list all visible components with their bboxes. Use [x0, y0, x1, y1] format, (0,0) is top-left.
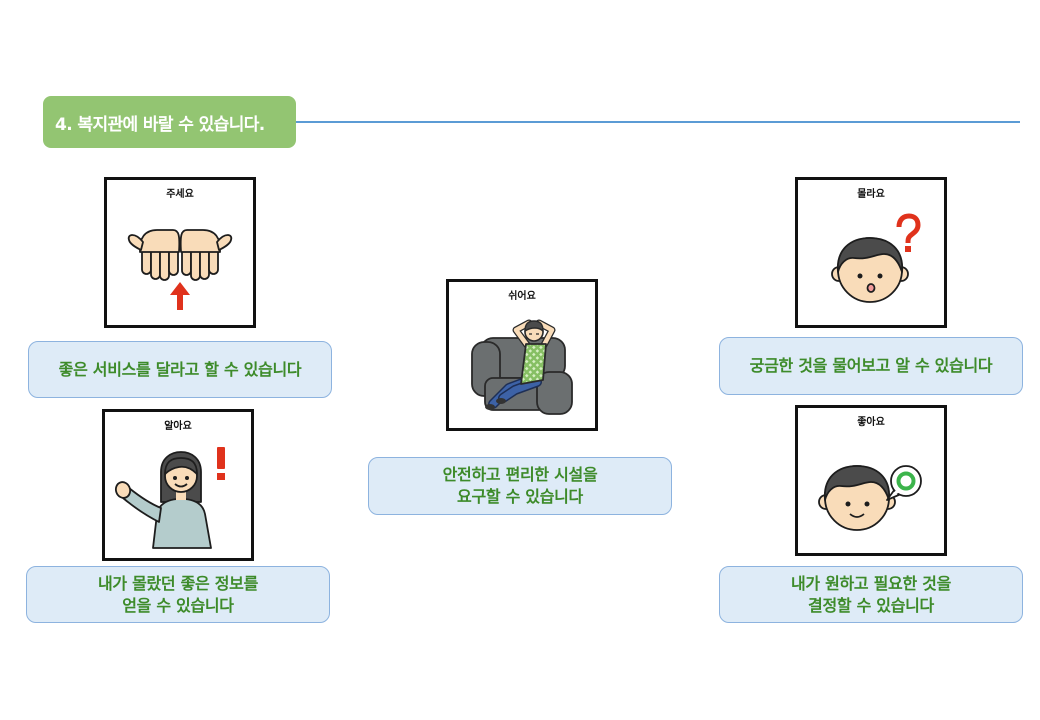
caption-box: 내가 몰랐던 좋은 정보를 얻을 수 있습니다 — [26, 566, 330, 623]
section-title-pill: 4. 복지관에 바랄 수 있습니다. — [43, 96, 296, 148]
caption-box: 궁금한 것을 물어보고 알 수 있습니다 — [719, 337, 1023, 395]
caption-line: 안전하고 편리한 시설을 — [442, 465, 598, 484]
caption-line: 좋은 서비스를 달라고 할 수 있습니다 — [58, 359, 302, 379]
left-hand — [127, 229, 181, 281]
confused-face-icon — [831, 213, 921, 303]
pictogram-card-give: 주세요 — [104, 177, 256, 328]
caption-box: 안전하고 편리한 시설을 요구할 수 있습니다 — [368, 457, 672, 515]
woman-figure — [114, 451, 212, 549]
pictogram-card-dont-know: 몰라요 — [795, 177, 947, 328]
speech-bubble-ok-icon — [886, 465, 922, 501]
resting-on-sofa-icon — [471, 319, 573, 415]
pictogram-label: 좋아요 — [857, 417, 885, 428]
up-arrow-icon — [170, 282, 190, 310]
boy-face — [818, 465, 896, 531]
right-hand — [179, 229, 233, 281]
waving-woman-icon — [114, 447, 225, 549]
section-title: 4. 복지관에 바랄 수 있습니다. — [55, 114, 265, 135]
pictogram-card-rest: 쉬어요 — [446, 279, 598, 431]
caption-line: 내가 원하고 필요한 것을 — [790, 573, 951, 593]
pictogram-label: 몰라요 — [857, 189, 885, 200]
happy-face-icon — [818, 465, 922, 531]
caption-line: 내가 몰랐던 좋은 정보를 — [97, 573, 258, 593]
open-hands-icon — [127, 229, 233, 310]
pictogram-card-know: 알아요 — [102, 409, 254, 561]
pictogram-label: 쉬어요 — [508, 291, 536, 302]
title-divider-line — [296, 121, 1020, 123]
resting-person — [485, 319, 556, 410]
question-mark-icon — [896, 213, 921, 252]
pictogram-label: 주세요 — [166, 189, 194, 200]
caption-box: 좋은 서비스를 달라고 할 수 있습니다 — [28, 341, 332, 398]
caption-box: 내가 원하고 필요한 것을 결정할 수 있습니다 — [719, 566, 1023, 623]
pictogram-label: 알아요 — [164, 421, 192, 432]
caption-line: 결정할 수 있습니다 — [808, 595, 934, 615]
caption-line: 요구할 수 있습니다 — [457, 487, 583, 506]
pictogram-card-like: 좋아요 — [795, 405, 947, 556]
caption-line: 얻을 수 있습니다 — [122, 595, 234, 615]
caption-line: 궁금한 것을 물어보고 알 수 있습니다 — [749, 356, 993, 375]
boy-face — [831, 237, 909, 303]
exclamation-mark-icon — [217, 447, 225, 480]
